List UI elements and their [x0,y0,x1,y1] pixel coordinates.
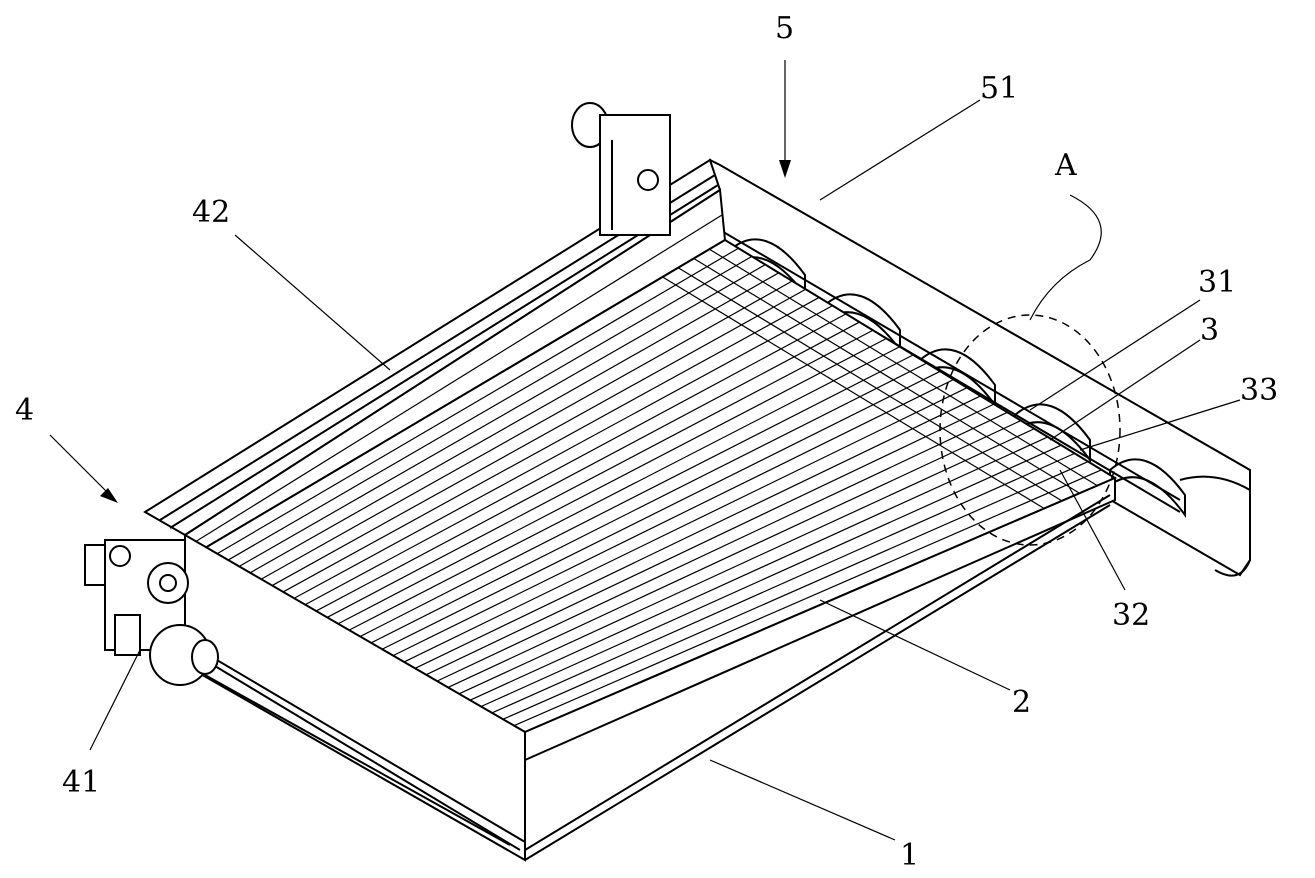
grid-line [392,378,954,657]
grid-line [381,370,941,651]
grid-line [226,255,753,562]
guide-rail [719,229,1181,501]
grid-line [469,436,1049,701]
grid-line [513,469,1102,727]
label-3: 3 [1200,313,1219,348]
leader-A [1029,194,1102,321]
grid-line [458,428,1035,695]
grid-line [326,329,874,619]
label-51: 51 [980,71,1018,106]
frame-1 [184,476,1116,862]
grid-line [204,239,726,549]
grid-line [270,288,806,587]
label-42: 42 [192,195,230,230]
grid-bed [203,238,1118,734]
leader-lines [49,60,1241,841]
grid-line [502,461,1089,720]
grid-line [248,272,780,574]
label-A: A [1054,148,1077,183]
cross-bar [662,276,1045,509]
label-33: 33 [1240,373,1278,408]
grid-line [337,337,887,625]
grid-line [436,411,1008,682]
label-41: 41 [62,765,100,800]
grid-line [348,346,901,632]
grid-line [259,280,793,581]
grid-line [359,354,914,638]
drive-unit-4 [84,539,511,846]
grid-line [403,387,968,663]
label-31: 31 [1198,265,1236,300]
grid-line [304,313,847,606]
cross-bars [662,248,1098,509]
trough-end [1214,470,1251,577]
label-1: 1 [900,838,919,873]
cross-bar [693,257,1080,494]
label-4: 4 [15,393,34,428]
grid-line [237,264,766,568]
cross-bar [677,267,1063,502]
grid-line [292,305,833,600]
top-motor [571,102,671,236]
label-32: 32 [1112,598,1150,633]
grid-line [491,452,1075,714]
detail-circle-A [939,314,1121,546]
grid-line [425,403,995,676]
grid-lines [204,239,1116,733]
label-5: 5 [775,11,794,46]
grid-line [370,362,927,644]
trough-cup [1109,458,1186,519]
label-2: 2 [1012,685,1031,720]
cross-bar [709,248,1098,487]
grid-line [315,321,860,612]
grid-line [215,247,739,555]
grid-line [281,296,820,593]
grid-line [414,395,981,670]
grid-line [480,444,1062,708]
grid-line [447,420,1022,689]
